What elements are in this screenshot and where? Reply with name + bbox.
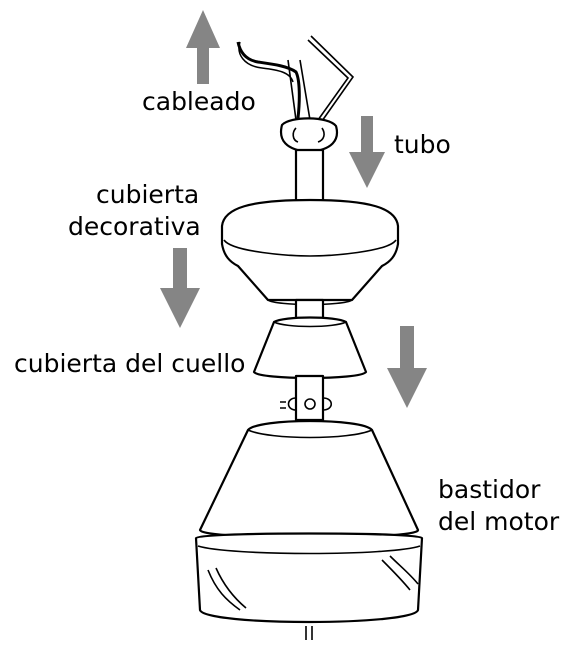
label-canopy-line1: cubierta	[96, 180, 199, 209]
label-collar-cover: cubierta del cuello	[14, 349, 245, 378]
canopy	[220, 198, 400, 306]
downrod-upper	[294, 148, 325, 208]
label-wiring: cableado	[142, 87, 256, 116]
motor-housing	[194, 419, 424, 640]
arrow-canopy-down	[160, 248, 200, 328]
wiring-wires	[236, 35, 355, 122]
collar-cover	[252, 316, 368, 380]
arrow-downrod-down	[349, 116, 385, 188]
label-motor-line2: del motor	[438, 507, 560, 536]
arrow-wiring-up	[186, 10, 220, 84]
arrow-collar-down	[387, 326, 427, 408]
hanger-ball	[279, 117, 339, 154]
label-canopy-line2: decorativa	[68, 212, 201, 241]
label-downrod: tubo	[394, 130, 451, 159]
label-motor-line1: bastidor	[438, 475, 541, 504]
downrod-lower	[280, 374, 333, 422]
